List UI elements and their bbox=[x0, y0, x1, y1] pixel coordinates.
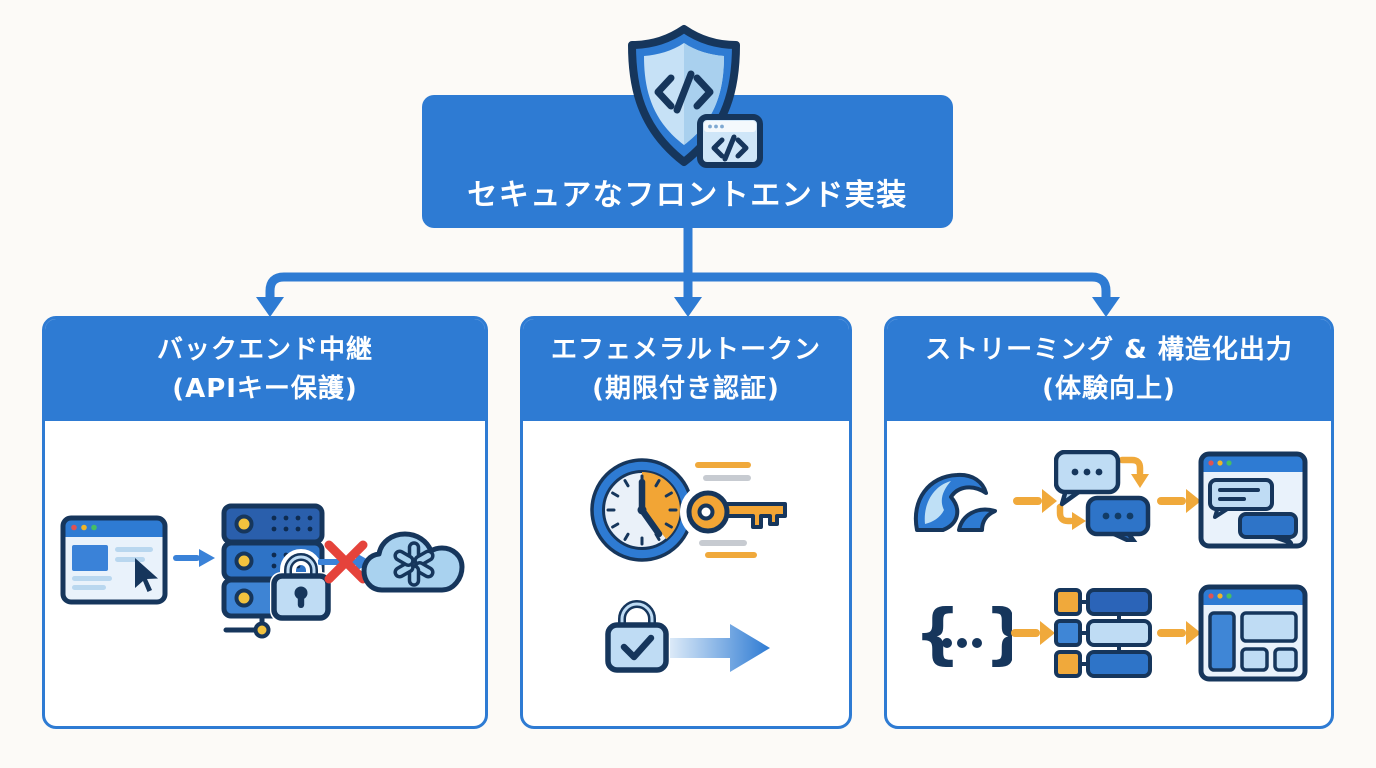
brace-open-glyph: { bbox=[914, 596, 961, 672]
browser-window-icon bbox=[60, 515, 168, 605]
gradient-arrow-icon bbox=[670, 624, 770, 672]
branch-subtitle-line: (期限付き認証) bbox=[592, 374, 780, 404]
code-brackets-glyph bbox=[654, 70, 714, 114]
clock-icon bbox=[590, 458, 694, 562]
cursor-icon bbox=[135, 558, 158, 592]
arrow-right-icon bbox=[1013, 489, 1057, 513]
branch-title-line: ストリーミング & 構造化出力 bbox=[925, 335, 1293, 365]
arrow-right-icon bbox=[1157, 621, 1201, 645]
key-icon bbox=[680, 484, 787, 540]
branch-subtitle-line: (APIキー保護) bbox=[172, 374, 358, 404]
arrow-right-icon bbox=[1011, 621, 1055, 645]
branch-header-streaming-output: ストリーミング & 構造化出力 (体験向上) bbox=[887, 319, 1331, 421]
padlock-check-arrow-icon bbox=[605, 596, 770, 673]
branch-header-ephemeral-token: エフェメラルトークン (期限付き認証) bbox=[523, 319, 849, 421]
code-window-icon bbox=[697, 114, 763, 168]
openai-cloud-icon bbox=[361, 531, 465, 593]
chat-bubbles-icon bbox=[1054, 450, 1151, 542]
arrow-right-icon bbox=[1157, 489, 1201, 513]
root-title: セキュアなフロントエンド実装 bbox=[467, 178, 908, 213]
structured-blocks-icon bbox=[1054, 588, 1152, 678]
padlock-icon bbox=[270, 549, 332, 622]
layout-browser-icon bbox=[1198, 584, 1308, 682]
blocked-cross-icon bbox=[318, 540, 372, 584]
branch-title-line: エフェメラルトークン bbox=[550, 335, 821, 365]
shield-code-icon bbox=[628, 25, 763, 168]
chat-browser-icon bbox=[1198, 451, 1308, 549]
branch-title-line: バックエンド中継 bbox=[156, 335, 373, 365]
wave-icon bbox=[913, 472, 997, 532]
arrow-right-icon bbox=[173, 549, 215, 567]
branch-header-backend-relay: バックエンド中継 (APIキー保護) bbox=[45, 319, 485, 421]
chat-bubble-dark bbox=[1085, 495, 1151, 542]
branch-subtitle-line: (体験向上) bbox=[1042, 374, 1176, 404]
chat-bubble-light bbox=[1054, 450, 1121, 507]
openai-logo-icon bbox=[393, 541, 435, 587]
json-braces-icon: { } bbox=[914, 596, 1012, 672]
brace-close-glyph: } bbox=[984, 596, 1012, 672]
padlock-check-icon bbox=[605, 596, 669, 673]
server-stack-icon bbox=[221, 503, 332, 639]
timer-clock-key-icon bbox=[590, 458, 787, 562]
